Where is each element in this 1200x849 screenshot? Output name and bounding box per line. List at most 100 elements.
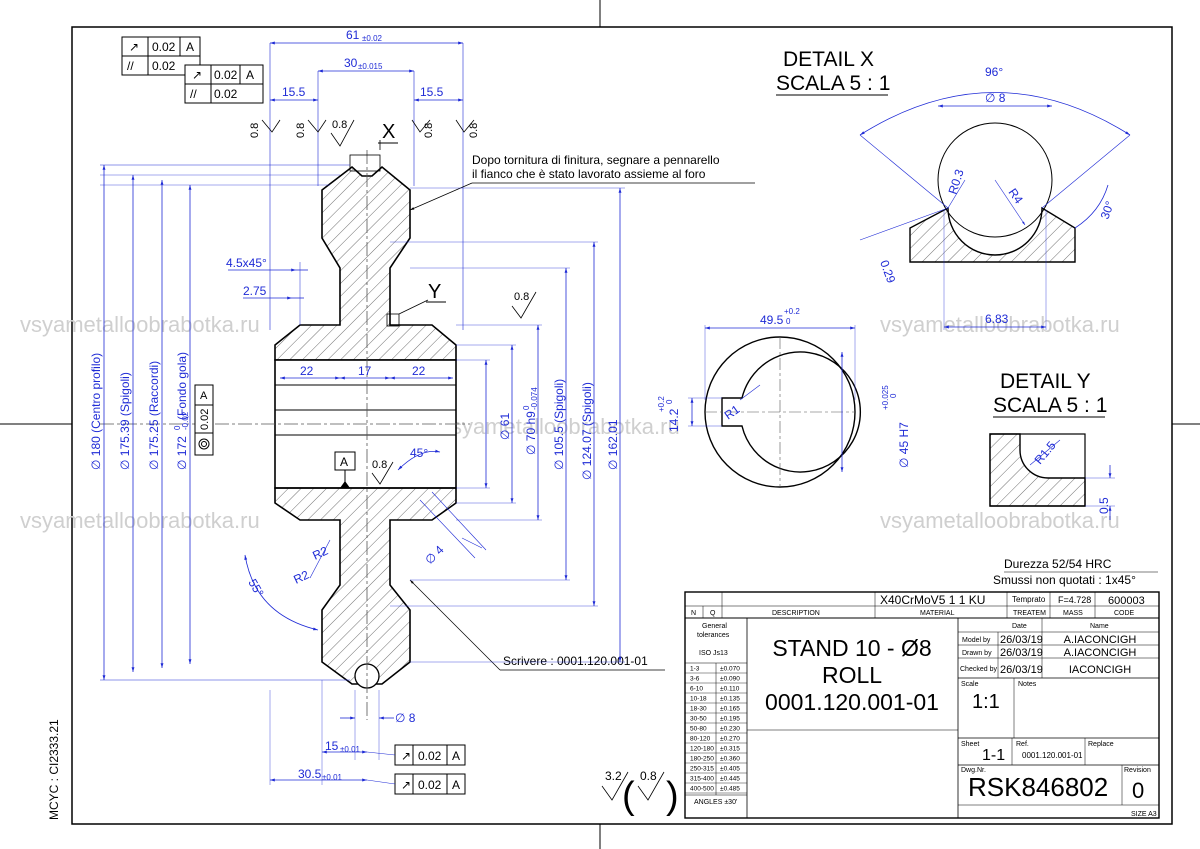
fcf-value: 0.02 <box>418 778 442 792</box>
detail-y-title: DETAIL Y <box>1000 370 1091 393</box>
dim-15-5: 15.5 <box>420 85 444 99</box>
dim-dia-180: ∅ 180 (Centro profilo) <box>89 353 103 470</box>
tol-label: General <box>702 623 727 630</box>
tolerance-range: 315-400 <box>690 776 714 783</box>
detail-y-scale: SCALA 5 : 1 <box>993 394 1107 417</box>
parallelism-icon: // <box>127 59 134 73</box>
tolerance-value: ±0.135 <box>720 696 740 703</box>
ref-label: Ref. <box>1016 741 1029 748</box>
tolerance-range: 30-50 <box>690 716 707 723</box>
col-header: DESCRIPTION <box>772 610 820 617</box>
dim-angle: 55° <box>245 577 266 600</box>
roughness-value: 3.2 <box>605 769 622 783</box>
tolerance-value: ±0.445 <box>720 776 740 783</box>
tolerance-range: 3-6 <box>690 676 700 683</box>
note-line: il fianco che è stato lavorato assieme a… <box>472 167 706 181</box>
tolerance-range: 50-80 <box>690 726 707 733</box>
dim-dia-175-39: ∅ 175.39 (Spigoli) <box>118 372 132 470</box>
fcf-datum: A <box>452 749 460 763</box>
ref-value: 0001.120.001-01 <box>1022 751 1083 760</box>
drawing-title: ROLL <box>822 662 882 688</box>
name-value: A.IACONCIGH <box>1064 647 1137 659</box>
revision-value: 0 <box>1132 778 1144 803</box>
col-header: Name <box>1090 623 1109 630</box>
dim-tol: -0.074 <box>530 387 539 410</box>
tolerance-range: 10-18 <box>690 696 707 703</box>
dim-radius: R4 <box>1006 186 1026 207</box>
sheet-size: SIZE A3 <box>1131 811 1157 818</box>
watermark: vsyametalloobrabotka.ru <box>880 312 1120 337</box>
detail-y-label: Y <box>428 281 441 303</box>
runout-icon: ↗ <box>401 778 411 792</box>
dim-dia-124-07: ∅ 124.07 (Spigoli) <box>580 382 594 480</box>
col-header: MATERIAL <box>920 610 955 617</box>
detail-x-label: X <box>382 121 395 143</box>
drawing-number: RSK846802 <box>968 772 1108 802</box>
dim-tol: ±0.02 <box>362 34 383 43</box>
fcf-value: 0.02 <box>418 749 442 763</box>
dim-dia-172: ∅ 172 <box>175 436 189 470</box>
angles-tol: ANGLES ±30' <box>694 799 737 806</box>
col-header: Q <box>710 610 716 617</box>
finish-note: Dopo tornitura di finitura, segnare a pe… <box>409 153 755 211</box>
heat-treatment-notes: Durezza 52/54 HRC Smussi non quotati : 1… <box>993 557 1158 587</box>
fcf-datum: A <box>246 68 254 82</box>
datum-label: A <box>340 455 348 469</box>
roughness-value: 0.8 <box>295 123 307 138</box>
angle-45: 0.8 45° <box>371 446 441 485</box>
roughness-value: 0.8 <box>468 123 480 138</box>
dimension-texts-bottom: ∅ 8 15 ±0.01 30.5 ±0.01 <box>298 711 416 782</box>
fcf-value: 0.02 <box>199 409 211 430</box>
notes-label: Notes <box>1018 681 1037 688</box>
dim-tol: +0.025 <box>881 385 890 410</box>
name-value: A.IACONCIGH <box>1064 634 1137 646</box>
detail-x-callout: X <box>349 121 398 172</box>
drawing-title: STAND 10 - Ø8 <box>772 635 931 661</box>
fcf-bottom-2: ↗ 0.02 A <box>394 773 466 795</box>
dim-tol: 0 <box>786 317 791 326</box>
engrave-note: Scrivere : 0001.120.001-01 <box>409 579 665 671</box>
dimensions-right <box>390 187 625 663</box>
dimension-texts-top: 61 ±0.02 30 ±0.015 15.5 15.5 <box>282 28 444 99</box>
dim-49-5: 49.5 <box>760 313 784 327</box>
mass-value: F=4.728 <box>1058 595 1091 605</box>
dim-dia-70: ∅ 70 h9 <box>524 411 538 455</box>
roughness-value: 0.8 <box>372 459 387 471</box>
tolerance-value: ±0.270 <box>720 736 740 743</box>
dim-tol: ±0.01 <box>340 745 361 754</box>
dim-angle: 45° <box>410 446 428 460</box>
dim-dia-45: ∅ 45 H7 <box>897 422 911 468</box>
tolerance-value: ±0.195 <box>720 716 740 723</box>
hardness-note: Durezza 52/54 HRC <box>1004 557 1112 571</box>
dim-dia-175-25: ∅ 175.25 (Raccordi) <box>147 361 161 470</box>
detail-x: DETAIL X SCALA 5 : 1 96° ∅ 8 R0.3 R4 30°… <box>776 48 1131 330</box>
watermark: vsyametalloobrabotka.ru <box>20 312 260 337</box>
row-label: Model by <box>962 637 991 644</box>
dim-6-83: 6.83 <box>985 312 1009 326</box>
dim-22: 22 <box>300 364 314 378</box>
col-header: CODE <box>1114 610 1135 617</box>
tolerance-value: ±0.405 <box>720 766 740 773</box>
dim-30: 30 <box>344 56 358 70</box>
fcf-datum: A <box>452 778 460 792</box>
roughness-value: 0.8 <box>249 123 261 138</box>
dim-angle: 96° <box>985 65 1003 79</box>
tolerance-range: 1-3 <box>690 666 700 673</box>
dim-radius: R1 <box>722 402 743 422</box>
note-line: Scrivere : 0001.120.001-01 <box>503 654 648 668</box>
tolerance-value: ±0.485 <box>720 786 740 793</box>
detail-y: DETAIL Y SCALA 5 : 1 R1.5 0.5 <box>989 370 1115 520</box>
dimensions-lower-left: 55° R2 R2 <box>244 539 330 631</box>
dimension-texts-right: ∅ 162.01 ∅ 124.07 (Spigoli) ∅ 105.5 (Spi… <box>498 379 620 480</box>
tol-label: tolerances <box>697 632 730 639</box>
fcf-datum: A <box>186 40 194 54</box>
dim-15: 15 <box>325 739 339 753</box>
row-label: Drawn by <box>962 650 992 657</box>
note-line: Dopo tornitura di finitura, segnare a pe… <box>472 153 720 167</box>
date-value: 26/03/19 <box>1000 664 1043 676</box>
roughness-right: 0.8 <box>511 291 537 319</box>
dimensions-top <box>269 41 464 330</box>
dim-dia-61: ∅ 61 <box>498 413 512 440</box>
dim-61: 61 <box>346 28 360 42</box>
